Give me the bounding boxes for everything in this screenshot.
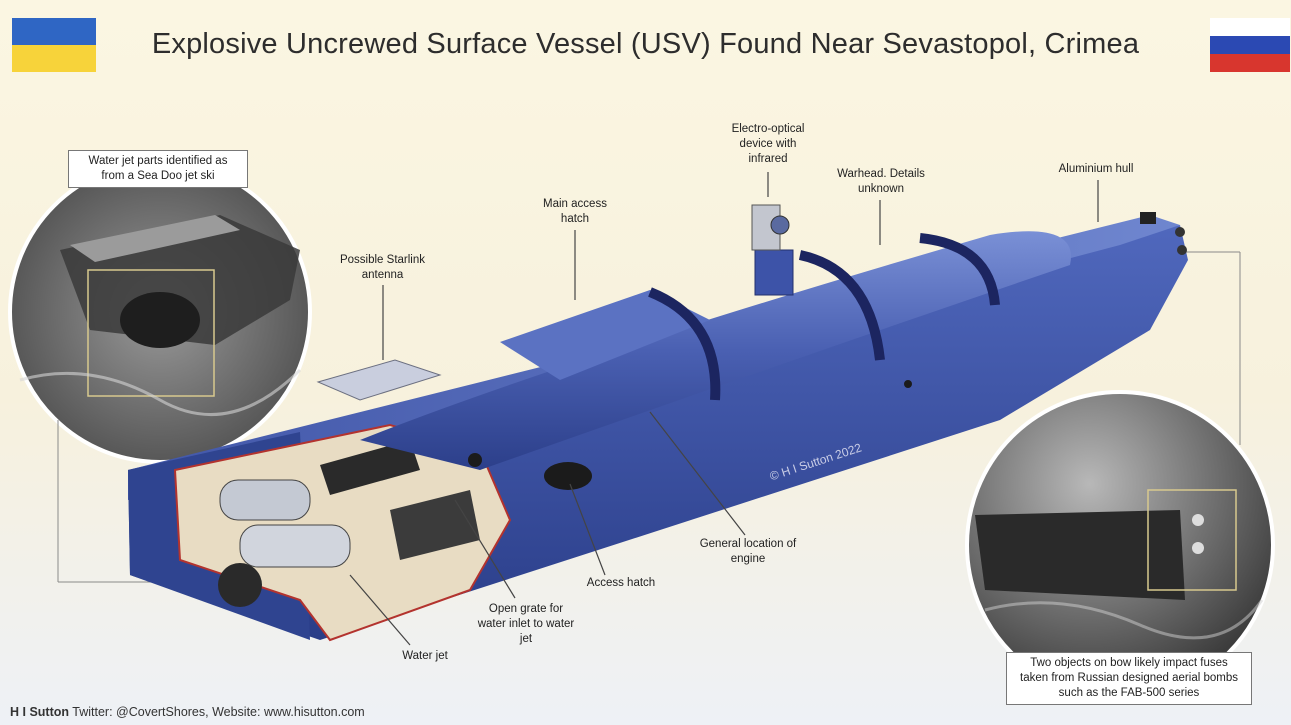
callout-access-hatch: Access hatch [586,577,656,589]
footer-author: H I Sutton [10,705,70,719]
footer-credit: H I Sutton Twitter: @CovertShores, Websi… [10,705,365,719]
callout-fuses: Two objects on bow likely impact fuses t… [1006,652,1252,705]
callout-hull: Aluminium hull [1058,163,1134,175]
callout-grate: Open grate for water inlet to water jet [477,603,575,645]
callout-water-jet: Water jet [402,650,448,662]
russia-flag [1210,18,1290,73]
callout-main-hatch: Main access hatch [543,198,607,225]
callout-eo-device: Electro-optical device with infrared [731,123,805,165]
callout-starlink: Possible Starlink antenna [339,254,425,281]
page-title: Explosive Uncrewed Surface Vessel (USV) … [151,28,1140,60]
callout-engine: General location of engine [699,538,797,565]
bow-fuses-photo-inset [965,390,1275,700]
callout-warhead: Warhead. Details unknown [837,168,925,195]
waterjet-photo-inset [8,160,312,464]
usv-hull [128,204,1188,642]
footer-links: Twitter: @CovertShores, Website: www.his… [72,705,365,719]
ukraine-flag [12,18,96,72]
callout-waterjet-parts: Water jet parts identified as from a Sea… [68,150,248,188]
